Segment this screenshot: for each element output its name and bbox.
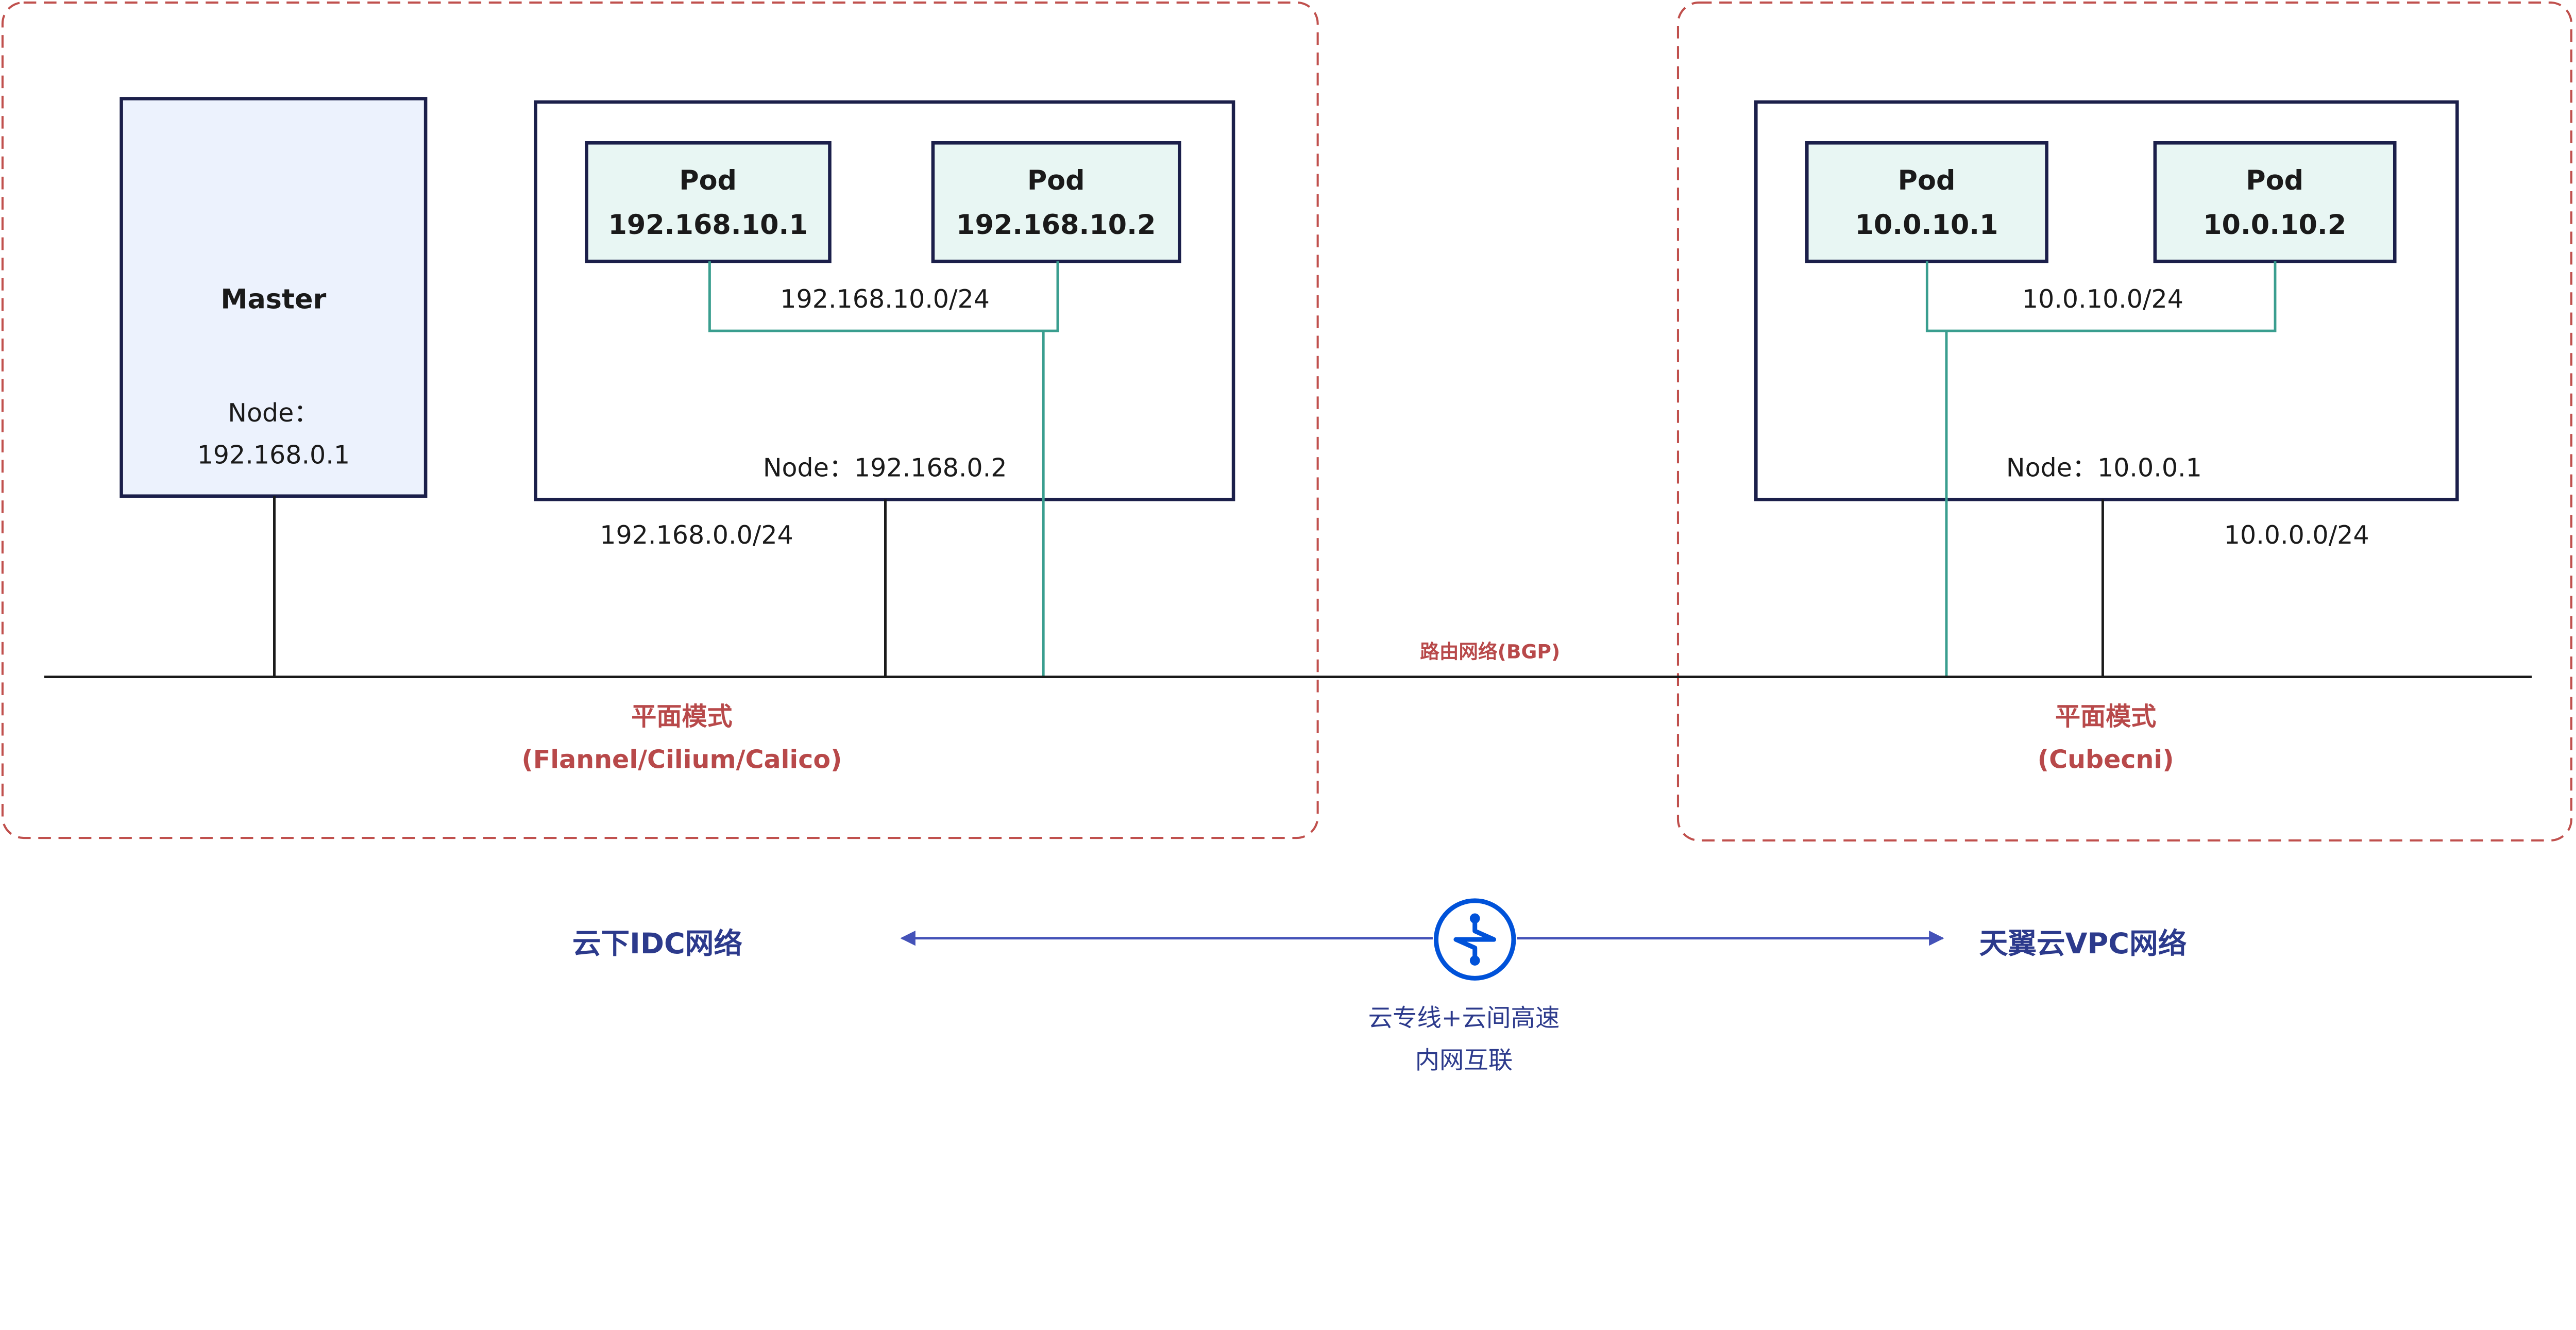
network-diagram: Master Node： 192.168.0.1 Pod 192.168.10.… (1, 1, 2573, 1074)
left-pod-link (708, 261, 1059, 332)
left-pod-1-title: Pod (679, 165, 737, 196)
right-mode: 平面模式 (2055, 701, 2156, 731)
left-mode: 平面模式 (631, 701, 732, 731)
routing-label: 路由网络(BGP) (1420, 641, 1560, 663)
left-pod-1 (585, 141, 832, 263)
left-pod-2-ip: 192.168.10.2 (956, 209, 1156, 241)
left-node-label: Node：192.168.0.2 (763, 452, 1007, 482)
link-label-line1: 云专线+云间高速 (1368, 1004, 1560, 1033)
master-title: Master (221, 284, 326, 315)
right-node-label: Node：10.0.0.1 (2006, 452, 2202, 482)
right-pod-1 (1805, 141, 2048, 263)
left-pod-2 (931, 141, 1181, 263)
direct-connect-icon (1433, 898, 1516, 981)
right-pod-1-title: Pod (1898, 165, 1956, 196)
master-node-box (120, 97, 428, 498)
right-node-subnet: 10.0.0.0/24 (2224, 520, 2369, 550)
left-pod-2-title: Pod (1027, 165, 1085, 196)
idc-region (1, 1, 1319, 839)
right-pod-2 (2153, 141, 2397, 263)
link-label-line2: 内网互联 (1415, 1046, 1513, 1074)
right-pod-2-ip: 10.0.10.2 (2203, 209, 2346, 241)
right-pod-link (1925, 261, 2277, 332)
left-node-subnet: 192.168.0.0/24 (600, 520, 793, 550)
left-mode-detail: (Flannel/Cilium/Calico) (521, 744, 842, 774)
left-pod-1-ip: 192.168.10.1 (608, 209, 807, 241)
left-pod-subnet: 192.168.10.0/24 (780, 284, 990, 314)
right-pod-subnet: 10.0.10.0/24 (2022, 284, 2183, 314)
master-node-label: Node： (228, 398, 319, 428)
right-pod-1-ip: 10.0.10.1 (1855, 209, 1998, 241)
vpc-network-label: 天翼云VPC网络 (1979, 927, 2187, 961)
idc-network-label: 云下IDC网络 (572, 927, 742, 961)
vpc-region (1676, 1, 2573, 841)
right-pod-2-title: Pod (2246, 165, 2303, 196)
right-mode-detail: (Cubecni) (2038, 744, 2174, 774)
master-node-ip: 192.168.0.1 (197, 440, 350, 470)
